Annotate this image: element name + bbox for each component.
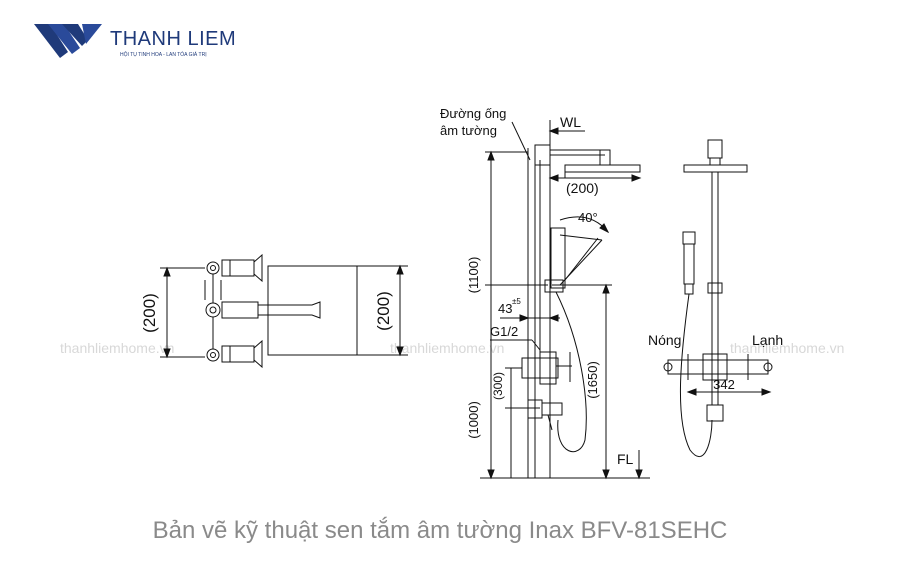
floor-label: FL (617, 451, 634, 467)
angle-label: 40° (578, 210, 598, 225)
pipe-label-line2: âm tường (440, 123, 497, 138)
rear-view: Nóng Lạnh 342 (648, 139, 783, 458)
offset-dim: 43 (498, 301, 512, 316)
hot-label: Nóng (648, 332, 681, 348)
thread-label: G1/2 (490, 324, 518, 339)
watermark: thanhliemhome.vn (390, 340, 505, 356)
upper-height-dim: (1100) (466, 257, 481, 294)
spacing-dim: 342 (713, 377, 735, 392)
offset-tolerance: ±5 (512, 297, 521, 306)
brand-logo: THANH LIEM HỘI TỤ TINH HOA - LAN TỎA GIÁ… (30, 18, 250, 63)
side-view: Đường ống âm tường WL (200) (440, 106, 650, 480)
wl-label: WL (560, 114, 581, 130)
brand-mark-icon (34, 24, 102, 58)
front-dim-left: (200) (140, 293, 159, 333)
cold-label: Lạnh (752, 332, 783, 348)
lower-height-dim: (1000) (466, 401, 481, 439)
wall-plate (267, 265, 358, 356)
head-depth-dim: (200) (566, 180, 599, 196)
total-height-dim: (1650) (585, 361, 600, 399)
brand-name: THANH LIEM (110, 28, 237, 50)
pipe-label-line1: Đường ống (440, 106, 506, 121)
front-view: (200) (140, 253, 408, 369)
brand-tagline: HỘI TỤ TINH HOA - LAN TỎA GIÁ TRỊ (120, 52, 207, 58)
front-dim-right: (200) (374, 291, 393, 331)
faucet-body (204, 253, 321, 369)
valve-height-dim: (300) (491, 372, 505, 400)
caption: Bản vẽ kỹ thuật sen tắm âm tường Inax BF… (152, 517, 728, 544)
watermark: thanhliemhome.vn (730, 340, 845, 356)
watermark: thanhliemhome.vn (60, 340, 175, 356)
